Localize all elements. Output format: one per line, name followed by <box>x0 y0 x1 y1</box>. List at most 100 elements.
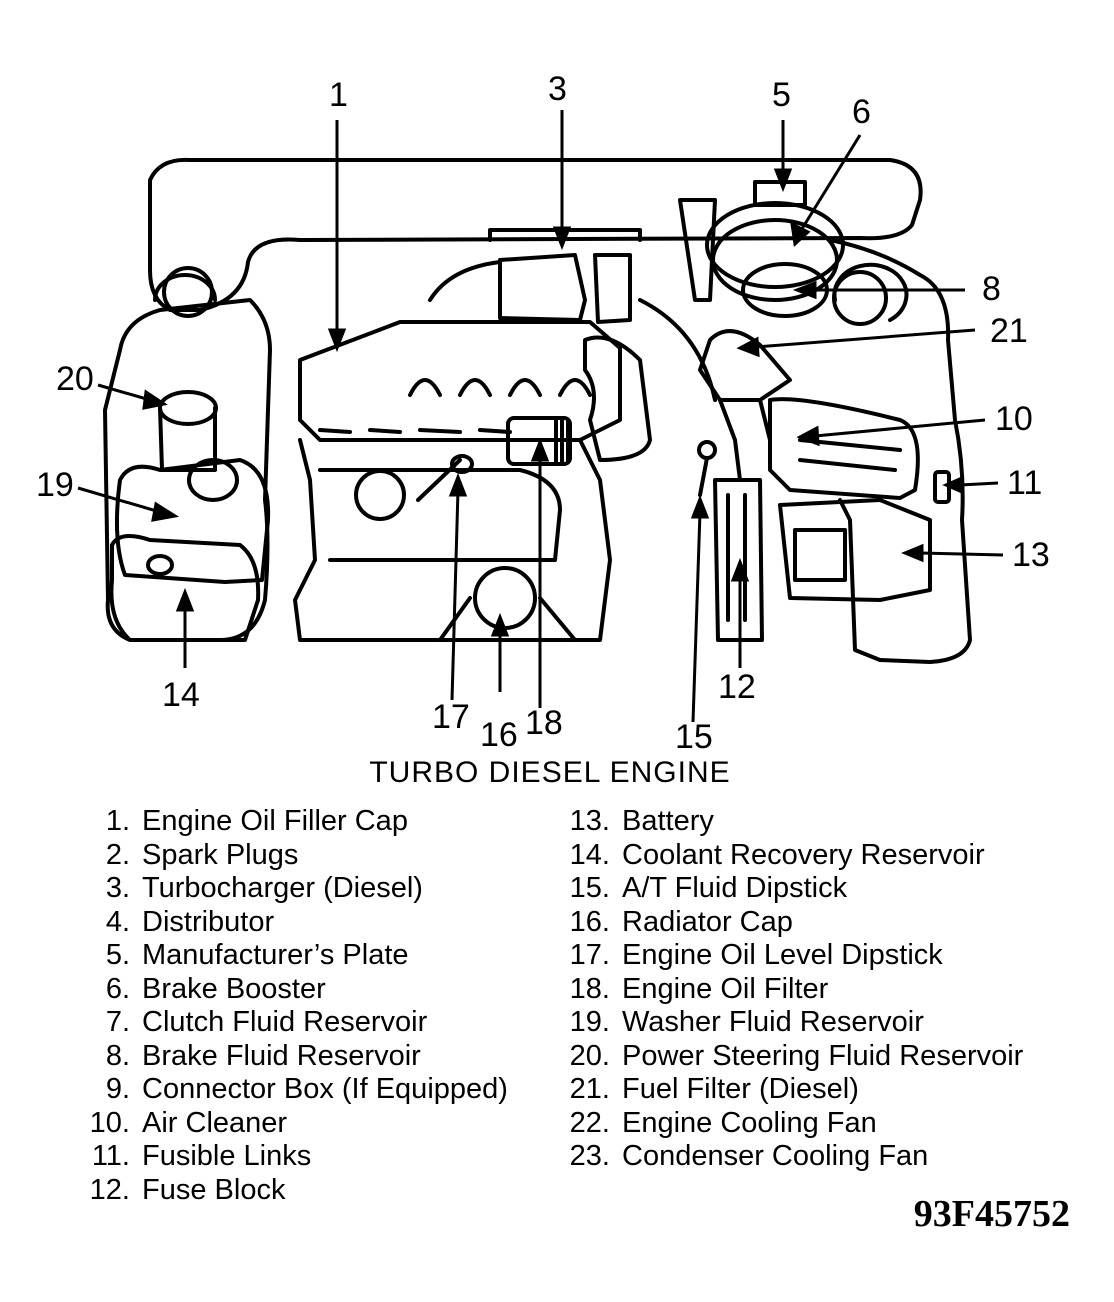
air-cleaner-ribs <box>798 438 902 472</box>
legend-number: 15. <box>569 872 610 904</box>
arrow-8 <box>792 280 817 300</box>
legend-label: Engine Oil Filter <box>622 972 829 1005</box>
legend-number: 12. <box>89 1173 130 1206</box>
legend-number: 11. <box>91 1140 130 1172</box>
legend-label: Distributor <box>142 905 275 938</box>
legend-label: Fuse Block <box>142 1173 286 1206</box>
legend-label: Brake Booster <box>142 972 326 1005</box>
legend-number: 20. <box>569 1039 610 1072</box>
arrow-10 <box>796 425 820 447</box>
legend-number: 5. <box>105 939 130 971</box>
arrow-1 <box>327 328 347 353</box>
legend-number: 21. <box>569 1073 610 1105</box>
leader-15 <box>691 511 702 723</box>
legend-label: Engine Cooling Fan <box>622 1106 877 1139</box>
callout-20: 20 <box>56 360 94 398</box>
legend-number: 10. <box>89 1106 130 1139</box>
left-strut-cap <box>162 266 214 318</box>
washer-reservoir-shape <box>114 458 271 584</box>
fuel-filter-shape <box>698 329 792 402</box>
legend-label: Spark Plugs <box>142 838 299 871</box>
brake-booster-shape <box>705 201 845 289</box>
callout-13: 13 <box>1012 536 1050 574</box>
legend-number: 13. <box>569 805 610 837</box>
callout-11: 11 <box>1007 464 1043 502</box>
arrow-21 <box>736 336 760 358</box>
valve-cover-ribs <box>408 378 592 397</box>
legend-label: A/T Fluid Dipstick <box>622 872 848 904</box>
engine-block <box>293 438 612 642</box>
at-dipstick-handle <box>697 440 717 460</box>
leader-17 <box>450 489 460 701</box>
figure-code: 93F45752 <box>913 1193 1070 1235</box>
legend-number: 1. <box>105 805 130 837</box>
intake-tube <box>583 335 652 462</box>
arrow-20 <box>142 389 168 410</box>
callout-8: 8 <box>982 270 1001 308</box>
legend-number: 2. <box>105 838 130 871</box>
legend-label: Engine Oil Level Dipstick <box>622 939 943 971</box>
arrow-11 <box>942 475 964 495</box>
at-dipstick-tube <box>698 456 709 497</box>
legend-label: Turbocharger (Diesel) <box>142 872 423 904</box>
oil-filter-ribs <box>554 418 570 464</box>
callout-14: 14 <box>162 676 200 714</box>
legend-number: 7. <box>105 1006 130 1038</box>
legend-number: 6. <box>105 972 130 1005</box>
coolant-reservoir-shape <box>109 534 261 642</box>
turbo-pipe <box>593 253 632 324</box>
arrow-16 <box>490 612 510 637</box>
engine-top-hose <box>428 260 502 302</box>
callout-5: 5 <box>772 76 791 114</box>
legend-number: 14. <box>569 838 610 871</box>
diagram-title: TURBO DIESEL ENGINE <box>369 756 731 789</box>
battery-shape <box>778 498 932 602</box>
callout-6: 6 <box>852 93 871 131</box>
arrow-5 <box>773 168 793 193</box>
legend-label: Power Steering Fluid Reservoir <box>622 1039 1024 1072</box>
legend-number: 19. <box>569 1006 610 1038</box>
oil-dipstick-loop <box>450 454 474 474</box>
fuse-block-shape <box>713 478 764 642</box>
callout-21: 21 <box>990 312 1028 350</box>
legend-label: Fuel Filter (Diesel) <box>622 1073 859 1105</box>
power-steering-cap <box>158 390 218 426</box>
power-steering-neck <box>158 406 217 472</box>
legend-number: 16. <box>569 905 610 938</box>
legend-number: 23. <box>569 1140 610 1172</box>
legend-number: 8. <box>105 1039 130 1072</box>
legend-label: Engine Oil Filler Cap <box>142 805 408 837</box>
leader-11 <box>959 481 999 487</box>
air-cleaner-shape <box>768 397 920 500</box>
intake-hose <box>638 298 717 402</box>
leader-21 <box>754 328 976 349</box>
firewall-bracket <box>678 198 717 302</box>
legend-label: Battery <box>622 805 714 837</box>
legend-number: 17. <box>569 939 610 971</box>
legend-label: Air Cleaner <box>142 1106 288 1139</box>
leader-6 <box>798 134 862 233</box>
arrow-14 <box>175 587 195 612</box>
legend-number: 9. <box>105 1073 130 1105</box>
legend-label: Condenser Cooling Fan <box>622 1140 929 1172</box>
right-strut-cap <box>832 270 888 326</box>
leader-10 <box>814 418 986 438</box>
fuse-block-inner <box>726 493 747 622</box>
left-fender <box>103 298 272 642</box>
callout-3: 3 <box>548 70 567 108</box>
legend-label: Clutch Fluid Reservoir <box>142 1006 428 1038</box>
callout-10: 10 <box>995 400 1033 438</box>
right-fender <box>828 238 972 664</box>
arrow-15 <box>690 494 710 519</box>
turbo-housing <box>498 253 587 322</box>
engine-compartment-drawing <box>77 110 1004 723</box>
callout-1: 1 <box>329 76 348 114</box>
callout-19: 19 <box>36 466 74 504</box>
leader-20 <box>97 383 151 402</box>
arrow-12 <box>730 557 750 582</box>
legend-label: Brake Fluid Reservoir <box>142 1039 421 1072</box>
legend-number: 4. <box>105 905 130 938</box>
washer-fluid-cap <box>187 458 239 502</box>
arrow-13 <box>901 543 924 563</box>
legend-label: Fusible Links <box>142 1140 312 1172</box>
